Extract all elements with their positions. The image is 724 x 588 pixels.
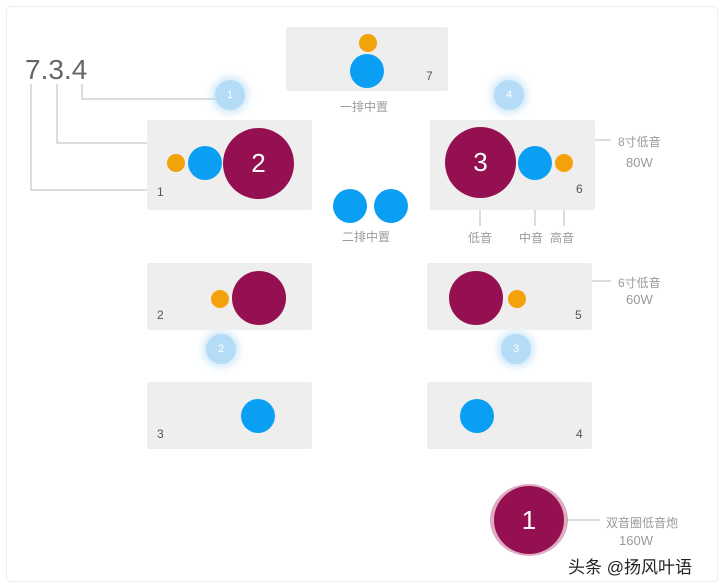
second-center-label: 二排中置 (342, 230, 391, 244)
speaker-number-3: 3 (157, 427, 164, 441)
badge-2: 2 (206, 334, 236, 364)
speaker-box-3 (147, 382, 312, 449)
woofer-dot (449, 271, 503, 325)
power-80w-label: 80W (626, 155, 653, 170)
tweeter-dot (211, 290, 229, 308)
tweeter-dot (508, 290, 526, 308)
tweeter-dot (555, 154, 573, 172)
speaker-number-2: 2 (157, 308, 164, 322)
midrange-dot (350, 54, 384, 88)
badge-1: 1 (215, 80, 245, 110)
tweeter-label: 高音 (550, 231, 575, 245)
power-160w-label: 160W (619, 533, 653, 548)
dual-coil-sub-label: 双音圈低音炮 (606, 516, 679, 530)
second-center-right-dot (374, 189, 408, 223)
power-60w-label: 60W (626, 292, 653, 307)
midrange-dot (460, 399, 494, 433)
speaker-box-4 (427, 382, 592, 449)
woofer-6in-label: 6寸低音 (618, 276, 661, 290)
tweeter-dot (167, 154, 185, 172)
woofer-3: 3 (445, 127, 516, 198)
diagram-frame (6, 6, 718, 582)
mid-label: 中音 (519, 231, 544, 245)
leader-line-1 (30, 84, 150, 191)
speaker-number-1: 1 (157, 185, 164, 199)
speaker-box-7: 7 (286, 27, 448, 91)
speaker-box-2 (147, 263, 312, 330)
subwoofer-1: 1 (494, 486, 564, 554)
woofer-dot (232, 271, 286, 325)
leader-line-3 (81, 84, 216, 100)
speaker-number-6: 6 (576, 182, 583, 196)
second-center-left-dot (333, 189, 367, 223)
speaker-number-4: 4 (576, 427, 583, 441)
config-label: 7.3.4 (25, 54, 88, 85)
midrange-dot (188, 146, 222, 180)
speaker-number-7: 7 (426, 69, 433, 83)
midrange-dot (518, 146, 552, 180)
tweeter-dot (359, 34, 377, 52)
badge-4: 4 (494, 80, 524, 110)
woofer-2: 2 (223, 128, 294, 199)
woofer-label: 低音 (468, 231, 493, 245)
watermark: 头条 @扬风叶语 (568, 558, 692, 577)
woofer-8in-label: 8寸低音 (618, 135, 661, 149)
badge-3: 3 (501, 334, 531, 364)
front-center-label: 一排中置 (340, 100, 389, 114)
speaker-number-5: 5 (575, 308, 582, 322)
midrange-dot (241, 399, 275, 433)
